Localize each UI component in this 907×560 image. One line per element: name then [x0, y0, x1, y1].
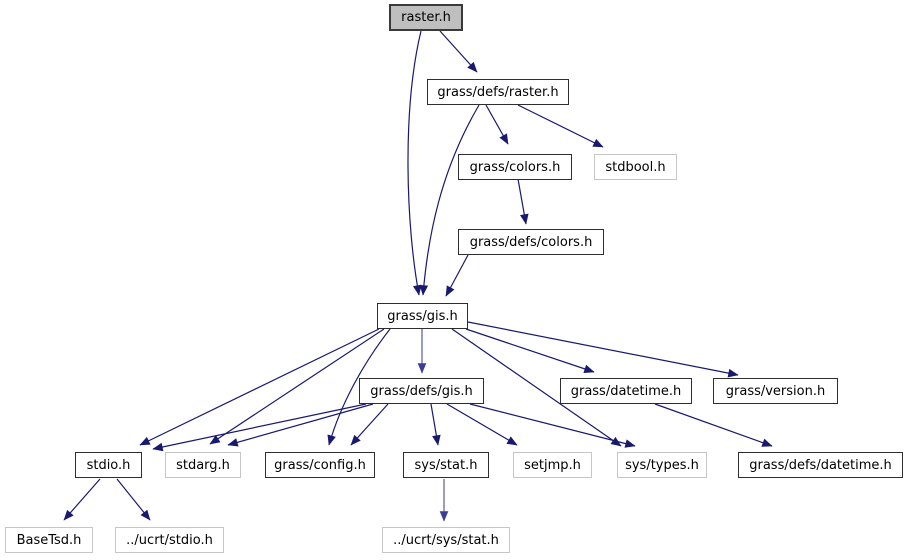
graph-node-stdio-h[interactable]: stdio.h — [75, 452, 142, 478]
graph-node-grass-colors-h[interactable]: grass/colors.h — [458, 154, 572, 180]
graph-node-grass-config-h[interactable]: grass/config.h — [265, 452, 375, 478]
edge-defs-raster-to-stdbool — [517, 104, 604, 148]
edge-defs-gis-to-config — [350, 403, 389, 446]
edge-defs-colors-to-gis — [445, 254, 469, 297]
graph-node-grass-defs-colors-h[interactable]: grass/defs/colors.h — [458, 229, 604, 255]
edge-raster-to-gis — [407, 30, 422, 296]
graph-node-grass-defs-raster-h[interactable]: grass/defs/raster.h — [427, 79, 569, 105]
graph-node-setjmp-h: setjmp.h — [513, 452, 592, 478]
graph-node-raster-h: raster.h — [389, 4, 463, 31]
graph-node-sys-stat-h[interactable]: sys/stat.h — [403, 452, 489, 478]
graph-node-grass-version-h[interactable]: grass/version.h — [713, 378, 838, 404]
edge-gis-to-datetime — [465, 328, 595, 373]
graph-node-sys-types-h: sys/types.h — [617, 452, 707, 478]
graph-node-ucrt-sys-stat-h: ../ucrt/sys/stat.h — [382, 527, 510, 553]
edge-gis-to-stdarg — [209, 328, 385, 445]
graph-node-basetsd-h: BaseTsd.h — [5, 527, 93, 553]
graph-node-grass-defs-datetime-h[interactable]: grass/defs/datetime.h — [738, 452, 903, 478]
edge-defs-raster-to-colors — [485, 104, 509, 145]
edge-defs-gis-to-stdio — [152, 403, 367, 452]
edge-datetime-to-defs-datetime — [654, 403, 773, 447]
edge-colors-to-defs-colors — [517, 178, 529, 225]
graph-node-grass-defs-gis-h[interactable]: grass/defs/gis.h — [359, 378, 484, 404]
edge-stdio-to-ucrt-stdio — [116, 478, 151, 521]
edge-gis-to-stdio — [139, 328, 380, 446]
edge-stdio-to-basetsd — [63, 478, 101, 521]
edge-defs-raster-to-gis — [419, 104, 480, 296]
edge-defs-gis-to-sys-types — [469, 403, 636, 448]
edge-raster-to-defs-raster — [439, 30, 478, 73]
edge-gis-to-version — [467, 321, 739, 378]
edge-defs-gis-to-stdarg — [227, 403, 374, 447]
edge-defs-gis-to-sys-stat — [430, 403, 441, 446]
graph-node-stdbool-h: stdbool.h — [594, 154, 677, 180]
graph-node-grass-datetime-h[interactable]: grass/datetime.h — [560, 378, 692, 404]
edge-defs-gis-to-setjmp — [446, 403, 518, 446]
graph-node-ucrt-stdio-h: ../ucrt/stdio.h — [115, 527, 224, 553]
graph-node-stdarg-h: stdarg.h — [165, 452, 241, 478]
graph-node-grass-gis-h[interactable]: grass/gis.h — [377, 303, 468, 329]
